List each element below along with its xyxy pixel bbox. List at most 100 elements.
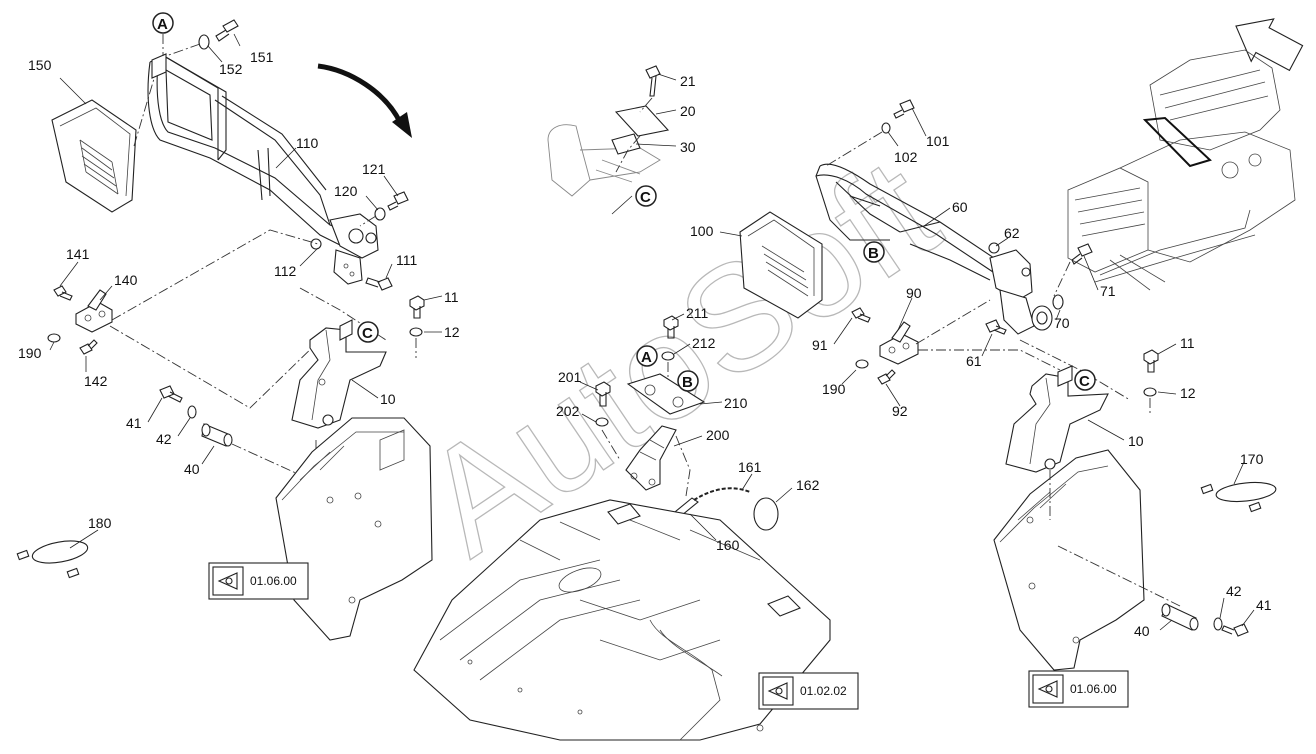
- svg-text:C: C: [362, 325, 373, 342]
- reference-label-right: 01.06.00: [1070, 682, 1117, 696]
- part-number-121: 121: [362, 161, 386, 177]
- bolt-111-part: [365, 277, 393, 291]
- part-number-11a: 11: [444, 289, 459, 305]
- part-number-111: 111: [396, 252, 417, 268]
- svg-text:C: C: [640, 189, 651, 206]
- marker-c-right: C: [1074, 369, 1096, 391]
- part-number-12b: 12: [1180, 385, 1196, 401]
- bolt-41-right-part: [1221, 623, 1249, 637]
- leader-lines-left: [49, 33, 443, 549]
- part-number-101: 101: [926, 133, 950, 149]
- part-number-70: 70: [1054, 315, 1070, 331]
- marker-c-left: C: [357, 321, 379, 343]
- direction-arrow-icon: [1235, 18, 1304, 72]
- part-number-41a: 41: [126, 415, 142, 431]
- side-panel-left-part: [275, 417, 433, 641]
- part-number-110: 110: [296, 135, 319, 151]
- svg-text:A: A: [641, 349, 652, 366]
- bolt-91-part: [851, 307, 871, 323]
- leader-lines-top: [611, 73, 677, 215]
- bolt-11-right-part: [1143, 349, 1159, 373]
- bolt-21-part: [645, 65, 661, 97]
- bracket-10-right-part: [1005, 365, 1109, 473]
- washer-190a-part: [47, 333, 61, 343]
- bolt-41-left-part: [159, 385, 183, 403]
- part-number-61: 61: [966, 353, 982, 369]
- bolt-61-part: [985, 319, 1007, 335]
- side-panel-right-part: [993, 449, 1145, 671]
- reference-label-mid: 01.02.02: [800, 684, 847, 698]
- reference-label-left: 01.06.00: [250, 574, 297, 588]
- bolt-141-part: [53, 285, 73, 301]
- pin-40-right-part: [1161, 603, 1199, 631]
- leader-lines-center: [579, 313, 793, 541]
- part-number-141: 141: [66, 246, 90, 262]
- marker-b-right: B: [863, 241, 885, 263]
- part-number-190a: 190: [18, 345, 42, 361]
- bolt-142-part: [79, 339, 98, 355]
- part-number-20: 20: [680, 103, 696, 119]
- washer-120-part: [374, 207, 386, 221]
- part-number-10a: 10: [380, 391, 396, 407]
- part-number-40b: 40: [1134, 623, 1150, 639]
- pin-40-left-part: [201, 423, 233, 447]
- part-number-42b: 42: [1226, 583, 1242, 599]
- svg-text:C: C: [1079, 373, 1090, 390]
- rotation-arrow-icon: [317, 63, 412, 138]
- machine-overview-image: [1067, 49, 1296, 291]
- part-number-42a: 42: [156, 431, 172, 447]
- marker-a-left: A: [152, 12, 174, 34]
- part-number-91: 91: [812, 337, 828, 353]
- plate-210-part: [626, 373, 706, 415]
- washer-12-left-part: [409, 327, 423, 337]
- frame-60-part: [815, 163, 1053, 335]
- marker-a-mid: A: [636, 345, 658, 367]
- leader-lines-right: [719, 107, 1255, 631]
- washer-190b-part: [855, 359, 869, 369]
- part-number-212: 212: [692, 335, 716, 351]
- washer-152-part: [198, 34, 210, 50]
- cable-170-part: [1200, 481, 1277, 513]
- marker-c-top: C: [635, 185, 657, 207]
- latch-90-part: [879, 321, 919, 365]
- bolt-201-part: [595, 381, 611, 407]
- washer-12-right-part: [1143, 387, 1157, 397]
- washer-102-part: [881, 122, 891, 134]
- part-number-11b: 11: [1180, 335, 1195, 351]
- part-number-190b: 190: [822, 381, 846, 397]
- latch-140-part: [75, 289, 113, 333]
- bolt-211-part: [663, 315, 679, 339]
- platform-deck-part: [413, 499, 831, 741]
- part-number-112: 112: [274, 263, 297, 279]
- part-number-201: 201: [558, 369, 582, 385]
- part-number-90: 90: [906, 285, 922, 301]
- marker-b-mid: B: [677, 370, 699, 392]
- part-number-140: 140: [114, 272, 138, 288]
- bolt-71-part: [1071, 243, 1093, 265]
- part-number-92: 92: [892, 403, 908, 419]
- part-number-151: 151: [250, 49, 274, 65]
- part-number-200: 200: [706, 427, 730, 443]
- part-number-100: 100: [690, 223, 714, 239]
- part-number-40a: 40: [184, 461, 200, 477]
- reference-box-mid[interactable]: 01.02.02: [758, 672, 859, 710]
- part-number-41b: 41: [1256, 597, 1272, 613]
- part-number-21: 21: [680, 73, 696, 89]
- plate-20-part: [614, 105, 670, 137]
- washer-212-part: [661, 351, 675, 361]
- bolt-92-part: [877, 369, 896, 385]
- washer-70-part: [1052, 294, 1064, 310]
- svg-text:B: B: [682, 374, 693, 391]
- air-filter-part: [51, 99, 137, 213]
- reference-box-left[interactable]: 01.06.00: [208, 562, 309, 600]
- svg-text:A: A: [157, 16, 168, 33]
- cable-180-part: [16, 540, 89, 579]
- svg-text:B: B: [868, 245, 879, 262]
- bolt-121-part: [387, 191, 409, 211]
- part-number-162: 162: [796, 477, 820, 493]
- part-number-62: 62: [1004, 225, 1020, 241]
- part-number-202: 202: [556, 403, 580, 419]
- reference-box-right[interactable]: 01.06.00: [1028, 670, 1129, 708]
- support-frame-part: [147, 53, 379, 285]
